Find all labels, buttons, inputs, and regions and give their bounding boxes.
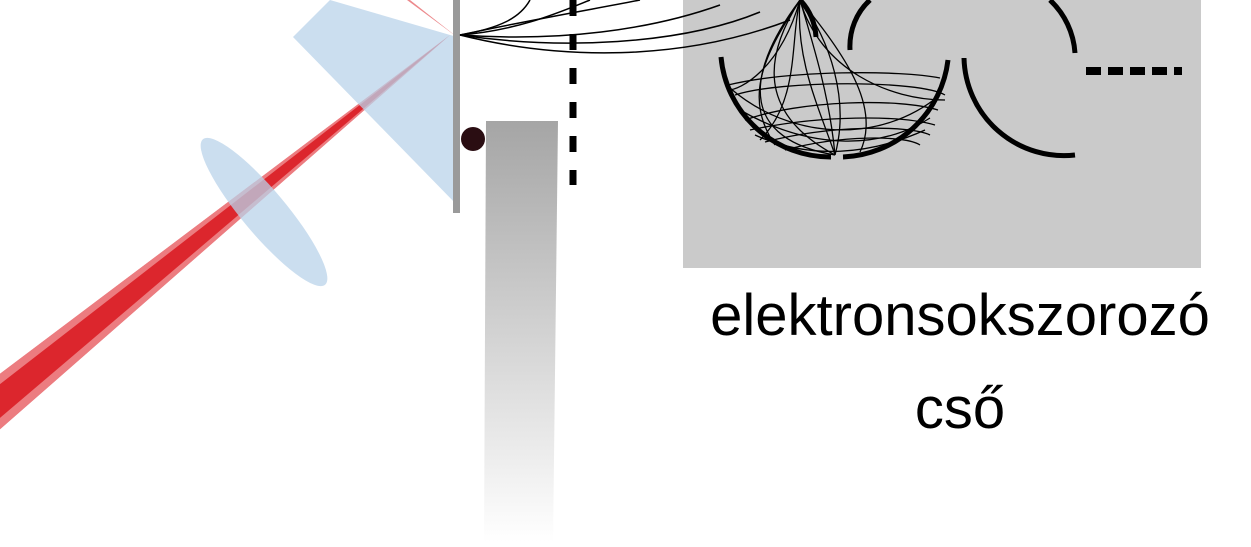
detector-label-line2: cső: [914, 376, 1006, 441]
electron-trajectories: [459, 0, 791, 54]
sample-holder: [484, 121, 558, 542]
laser-beam: [0, 35, 450, 444]
prism: [293, 0, 457, 205]
sample-dot: [461, 127, 485, 151]
dynode-6: [961, 57, 1076, 159]
dynode-4: [847, 0, 872, 51]
detector-housing: [683, 0, 1201, 268]
sample-plate: [453, 0, 460, 213]
dynode-5: [1048, 0, 1078, 54]
dynode-2: [842, 59, 951, 160]
focusing-lens: [200, 137, 328, 287]
detector-label-line1: elektronsokszorozó: [710, 283, 1210, 348]
electron-cascade: [727, 0, 946, 156]
